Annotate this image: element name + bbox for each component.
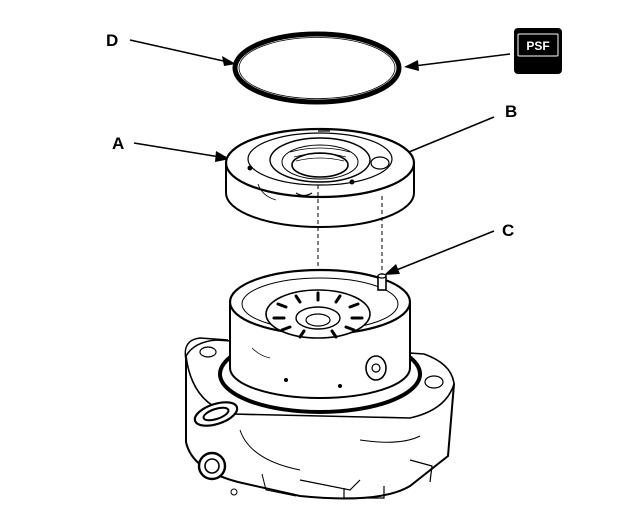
psf-badge-text: PSF	[526, 39, 549, 53]
psf-fluid-badge: PSF	[514, 28, 562, 74]
rotor-vanes	[272, 291, 364, 339]
psf-badge-bg	[514, 28, 562, 74]
callout-d-label: D	[106, 31, 118, 50]
cam-ring-housing	[228, 268, 412, 399]
leader-line-a	[133, 142, 230, 162]
callout-c-label: C	[502, 221, 514, 240]
callout-a-label: A	[112, 134, 124, 153]
o-ring-d	[232, 31, 402, 105]
leader-line-c	[384, 230, 495, 275]
callout-b-label: B	[505, 102, 517, 121]
leader-line-psf	[404, 53, 511, 71]
passage-b	[370, 156, 390, 170]
leader-line-d	[129, 39, 236, 66]
side-plate-a	[224, 127, 416, 228]
